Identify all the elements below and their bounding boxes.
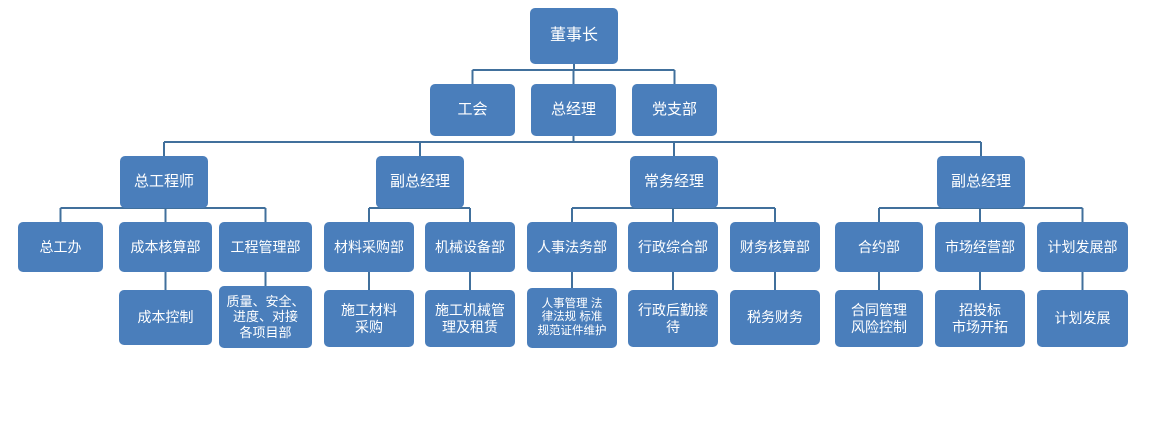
org-node-label: 质量、安全、 进度、对接 各项目部 <box>226 294 305 340</box>
org-node-market-ops[interactable]: 市场经营部 <box>935 222 1025 272</box>
org-node-label: 市场经营部 <box>945 238 1015 255</box>
org-node-bidding-market[interactable]: 招投标 市场开拓 <box>935 290 1025 347</box>
org-node-construct-mat[interactable]: 施工材料 采购 <box>324 290 414 347</box>
org-node-label: 成本核算部 <box>130 238 201 255</box>
org-node-label: 行政后勤接 待 <box>638 301 708 335</box>
org-node-exec-manager[interactable]: 常务经理 <box>630 156 718 208</box>
org-node-machinery-mgmt[interactable]: 施工机械管 理及租赁 <box>425 290 515 347</box>
org-node-label: 总工程师 <box>133 173 194 191</box>
org-node-label: 行政综合部 <box>638 238 708 255</box>
org-node-eng-management[interactable]: 工程管理部 <box>219 222 312 272</box>
org-node-admin-logistics[interactable]: 行政后勤接 待 <box>628 290 718 347</box>
org-node-label: 总经理 <box>550 101 596 119</box>
org-node-label: 总工办 <box>39 238 82 255</box>
org-node-label: 施工机械管 理及租赁 <box>435 301 505 335</box>
org-node-label: 党支部 <box>651 101 697 119</box>
org-node-plan-dev[interactable]: 计划发展 <box>1037 290 1128 347</box>
org-node-contract-dept[interactable]: 合约部 <box>835 222 923 272</box>
org-node-label: 施工材料 采购 <box>341 301 397 335</box>
org-node-label: 常务经理 <box>643 173 704 191</box>
org-node-chairman[interactable]: 董事长 <box>530 8 618 64</box>
org-node-label: 工程管理部 <box>230 238 301 255</box>
org-node-label: 董事长 <box>549 26 598 44</box>
org-node-cost-control[interactable]: 成本控制 <box>119 290 212 345</box>
org-node-tax-finance[interactable]: 税务财务 <box>730 290 820 345</box>
org-node-label: 财务核算部 <box>740 238 810 255</box>
org-node-union[interactable]: 工会 <box>430 84 515 136</box>
org-node-chief-eng-office[interactable]: 总工办 <box>18 222 103 272</box>
org-node-contract-risk[interactable]: 合同管理 风险控制 <box>835 290 923 347</box>
org-node-party-branch[interactable]: 党支部 <box>632 84 717 136</box>
org-node-label: 合同管理 风险控制 <box>851 301 907 335</box>
org-node-label: 成本控制 <box>137 309 194 326</box>
org-node-label: 招投标 市场开拓 <box>952 301 1008 335</box>
org-node-plan-dev-dept[interactable]: 计划发展部 <box>1037 222 1128 272</box>
org-node-label: 计划发展部 <box>1047 238 1118 255</box>
org-node-label: 计划发展 <box>1054 310 1111 327</box>
org-node-material-purch[interactable]: 材料采购部 <box>324 222 414 272</box>
org-node-deputy-gm-2[interactable]: 副总经理 <box>937 156 1025 208</box>
org-node-gm[interactable]: 总经理 <box>531 84 616 136</box>
org-node-label: 工会 <box>457 101 488 119</box>
org-node-deputy-gm-1[interactable]: 副总经理 <box>376 156 464 208</box>
org-node-label: 人事管理 法 律法规 标准 规范证件维护 <box>537 297 607 337</box>
org-node-label: 人事法务部 <box>537 238 607 255</box>
org-node-cost-accounting[interactable]: 成本核算部 <box>119 222 212 272</box>
org-node-chief-engineer[interactable]: 总工程师 <box>120 156 208 208</box>
org-node-admin-general[interactable]: 行政综合部 <box>628 222 718 272</box>
org-node-hr-legal[interactable]: 人事法务部 <box>527 222 617 272</box>
org-node-label: 材料采购部 <box>334 238 404 255</box>
org-node-quality-safety[interactable]: 质量、安全、 进度、对接 各项目部 <box>219 286 312 348</box>
org-node-label: 合约部 <box>858 238 900 255</box>
org-node-label: 副总经理 <box>950 173 1011 191</box>
org-node-machinery-dept[interactable]: 机械设备部 <box>425 222 515 272</box>
org-node-label: 机械设备部 <box>435 238 505 255</box>
org-node-label: 副总经理 <box>389 173 450 191</box>
org-node-hr-legal-detail[interactable]: 人事管理 法 律法规 标准 规范证件维护 <box>527 288 617 348</box>
org-node-label: 税务财务 <box>747 309 803 326</box>
org-node-finance-acct[interactable]: 财务核算部 <box>730 222 820 272</box>
